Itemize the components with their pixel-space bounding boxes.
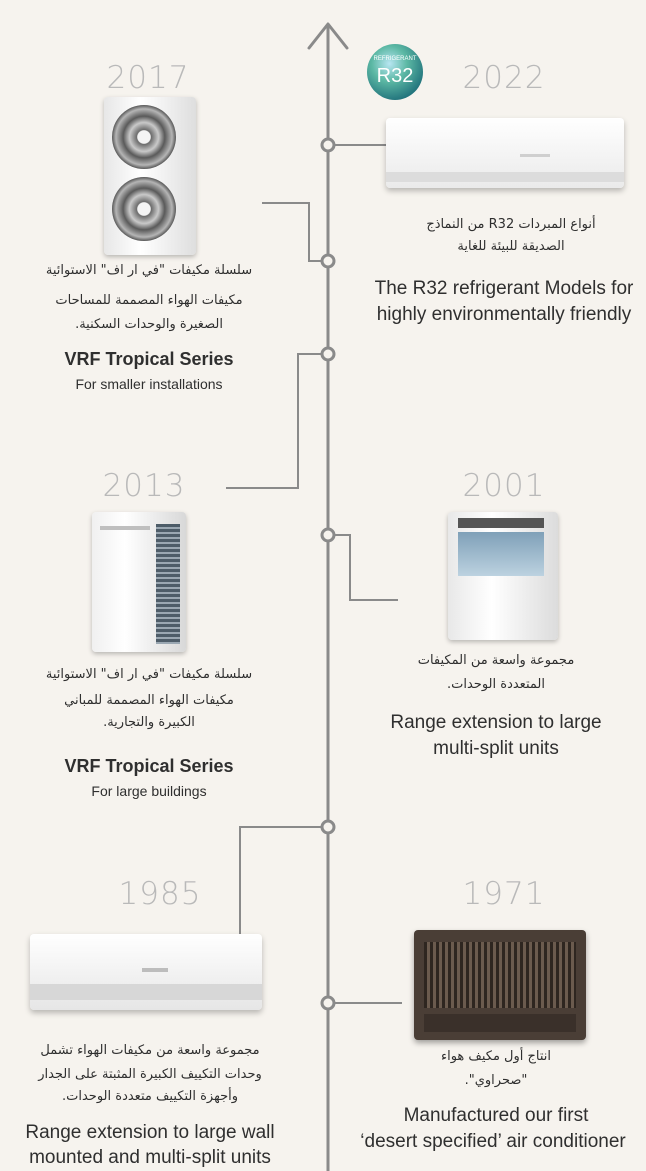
year-2001: 2001 <box>462 468 546 504</box>
wall-unit-1985-image <box>30 934 262 1010</box>
node-2013 <box>320 346 336 362</box>
desc-1971-en-line2: ‘desert specified’ air conditioner <box>360 1131 626 1152</box>
desc-2017-ar-line2: الصغيرة والوحدات السكنية. <box>75 317 223 332</box>
desc-1985-en-line1: Range extension to large wall <box>25 1122 275 1143</box>
year-1971: 1971 <box>462 876 546 912</box>
desc-1985-en-line2: mounted and multi-split units <box>29 1147 271 1168</box>
desc-1971-en-line1: Manufactured our first <box>403 1105 589 1126</box>
wall-unit-2022-image <box>386 118 624 188</box>
node-1985 <box>320 819 336 835</box>
desc-2001-en-line2: multi-split units <box>433 738 559 759</box>
node-1971 <box>320 995 336 1011</box>
year-2013: 2013 <box>102 468 186 504</box>
desert-unit-1971-image <box>414 930 586 1040</box>
desc-2017-ar-series: سلسلة مكيفات "في ار اف" الاستوائية <box>45 263 253 278</box>
desc-2022-ar-line1: أنواع المبردات R32 من النماذج <box>426 217 596 232</box>
connector-1985 <box>239 826 323 936</box>
multi-split-unit-2001-image <box>448 512 558 640</box>
r32-badge-icon: REFRIGERANT R32 <box>367 44 423 100</box>
desc-2017-en: For smaller installations <box>75 376 223 392</box>
outdoor-unit-2017-image <box>104 97 196 255</box>
r32-badge-text: R32 <box>377 65 414 87</box>
vrf-unit-2013-image <box>92 512 186 652</box>
desc-1971-ar-line2: "صحراوي". <box>464 1073 528 1088</box>
desc-2022-en-line1: The R32 refrigerant Models for <box>374 278 634 299</box>
desc-2013-en: For large buildings <box>91 783 207 799</box>
connector-2013 <box>226 353 323 489</box>
node-2017 <box>320 253 336 269</box>
desc-2001-en-line1: Range extension to large <box>390 712 602 733</box>
connector-2001 <box>333 534 398 601</box>
node-2022 <box>320 137 336 153</box>
r32-badge-small-text: REFRIGERANT <box>373 56 416 62</box>
desc-2013-ar-line1: مكيفات الهواء المصممة للمباني <box>64 693 234 708</box>
desc-2013-ar-line2: الكبيرة والتجارية. <box>103 715 195 730</box>
desc-2013-series: VRF Tropical Series <box>64 756 234 776</box>
desc-2017-series: VRF Tropical Series <box>64 349 234 369</box>
desc-1971-ar-line1: انتاج أول مكيف هواء <box>440 1049 552 1064</box>
desc-2022-en-line2: highly environmentally friendly <box>376 304 632 325</box>
desc-2022-ar-line2: الصديقة للبيئة للغاية <box>457 239 565 254</box>
desc-1985-ar-line3: وأجهزة التكييف متعددة الوحدات. <box>62 1089 238 1104</box>
year-2022: 2022 <box>462 60 546 96</box>
desc-1985-ar-line2: وحدات التكييف الكبيرة المثبتة على الجدار <box>38 1067 262 1082</box>
desc-2001-ar-line2: المتعددة الوحدات. <box>447 677 545 692</box>
desc-2001-ar-line1: مجموعة واسعة من المكيفات <box>417 653 575 668</box>
desc-1985-ar-line1: مجموعة واسعة من مكيفات الهواء تشمل <box>40 1043 260 1058</box>
connector-2017 <box>262 202 323 262</box>
year-2017: 2017 <box>106 60 190 96</box>
desc-2013-ar-series: سلسلة مكيفات "في ار اف" الاستوائية <box>45 667 253 682</box>
desc-2017-ar-line1: مكيفات الهواء المصممة للمساحات <box>55 293 243 308</box>
node-2001 <box>320 527 336 543</box>
year-1985: 1985 <box>118 876 202 912</box>
